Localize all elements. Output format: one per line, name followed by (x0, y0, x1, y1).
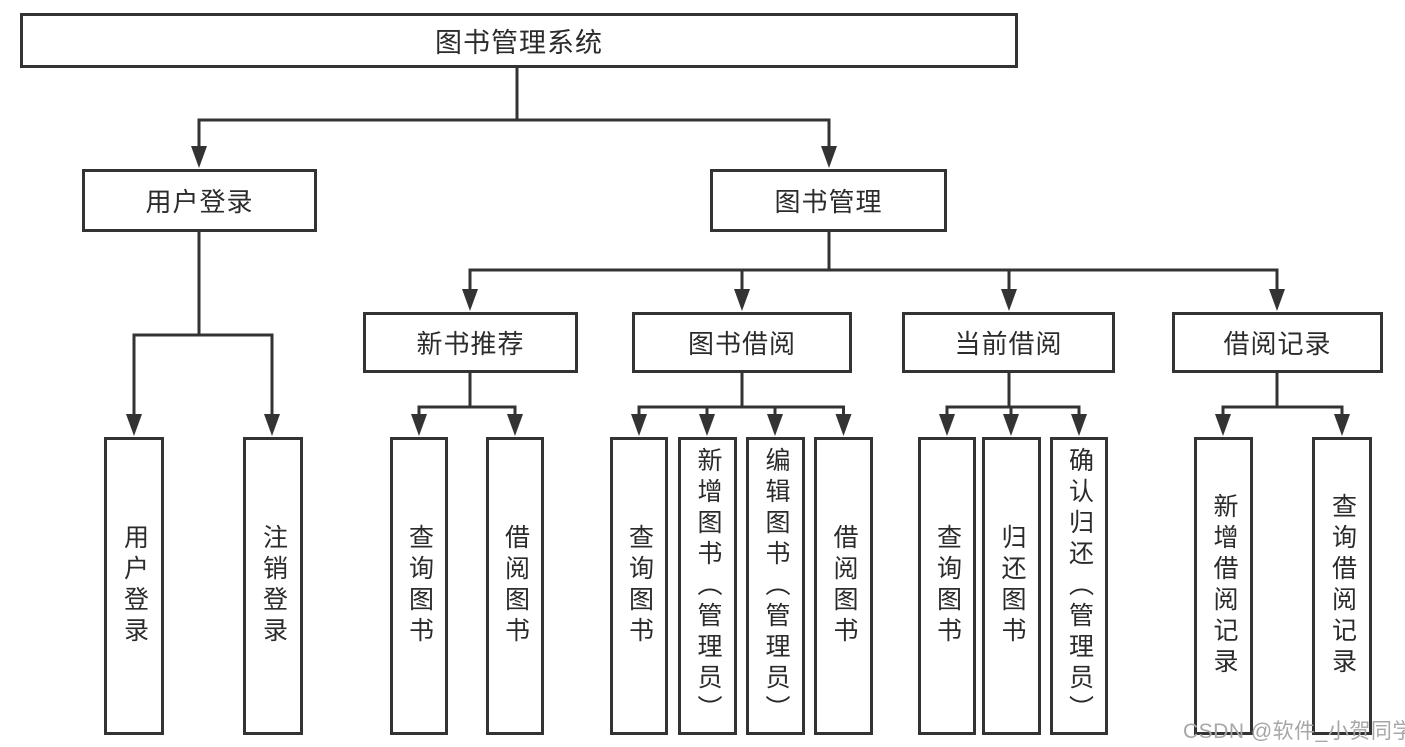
node-book-management: 图书管理 (710, 169, 947, 232)
node-user-login-label: 用户登录 (145, 187, 254, 217)
leaf-add-borrow-record-label: 新增借阅记录 (1210, 493, 1238, 679)
node-current-borrowing: 当前借阅 (902, 312, 1115, 373)
connector-root-to-level2 (197, 68, 831, 150)
leaf-confirm-return-admin: 确认归还（管理员） (1050, 437, 1108, 735)
leaf-add-borrow-record: 新增借阅记录 (1194, 437, 1253, 735)
leaf-query-books-recommend-label: 查询图书 (405, 524, 434, 648)
leaf-confirm-return-admin-label: 确认归还（管理员） (1065, 446, 1094, 726)
leaf-query-books-borrowing-label: 查询图书 (625, 524, 654, 648)
node-library-management-system-label: 图书管理系统 (435, 28, 603, 58)
connector-current-borrow-to-leaves (945, 373, 1081, 418)
node-book-borrowing: 图书借阅 (632, 312, 852, 373)
leaf-user-login: 用户登录 (104, 437, 164, 735)
leaf-borrow-books: 借阅图书 (814, 437, 873, 735)
node-user-login: 用户登录 (82, 169, 317, 232)
node-new-book-recommendation: 新书推荐 (363, 312, 578, 373)
leaf-add-books-admin: 新增图书（管理员） (678, 437, 737, 735)
leaf-logout-label: 注销登录 (259, 524, 288, 648)
leaf-borrow-books-label: 借阅图书 (830, 524, 858, 648)
node-borrowing-records-label: 借阅记录 (1223, 329, 1332, 359)
leaf-query-books-borrowing: 查询图书 (610, 437, 668, 735)
leaf-return-books-label: 归还图书 (998, 524, 1026, 648)
leaf-borrow-books-recommend-label: 借阅图书 (501, 524, 530, 648)
leaf-edit-books-admin-label: 编辑图书（管理员） (762, 446, 790, 726)
leaf-return-books: 归还图书 (982, 437, 1041, 735)
node-library-management-system: 图书管理系统 (20, 13, 1018, 68)
leaf-edit-books-admin: 编辑图书（管理员） (746, 437, 805, 735)
leaf-logout: 注销登录 (243, 437, 303, 735)
leaf-borrow-books-recommend: 借阅图书 (486, 437, 544, 735)
node-current-borrowing-label: 当前借阅 (954, 329, 1063, 359)
leaf-user-login-label: 用户登录 (120, 524, 149, 648)
connector-book-borrow-to-leaves (637, 373, 845, 418)
leaf-query-borrow-record: 查询借阅记录 (1312, 437, 1372, 735)
connector-new-book-to-leaves (417, 373, 517, 418)
node-book-borrowing-label: 图书借阅 (687, 329, 796, 359)
connector-user-login-to-leaves (132, 232, 274, 418)
leaf-query-books-current-label: 查询图书 (933, 524, 962, 648)
leaf-query-borrow-record-label: 查询借阅记录 (1328, 493, 1357, 679)
leaf-query-books-recommend: 查询图书 (390, 437, 448, 735)
node-new-book-recommendation-label: 新书推荐 (416, 329, 525, 359)
node-book-management-label: 图书管理 (774, 187, 883, 217)
connector-book-mgmt-to-level3 (468, 232, 1279, 295)
leaf-add-books-admin-label: 新增图书（管理员） (694, 446, 722, 726)
csdn-watermark: CSDN @软件_小贺同学 (1183, 720, 1405, 743)
leaf-query-books-current: 查询图书 (918, 437, 976, 735)
connector-records-to-leaves (1221, 373, 1344, 418)
node-borrowing-records: 借阅记录 (1172, 312, 1383, 373)
